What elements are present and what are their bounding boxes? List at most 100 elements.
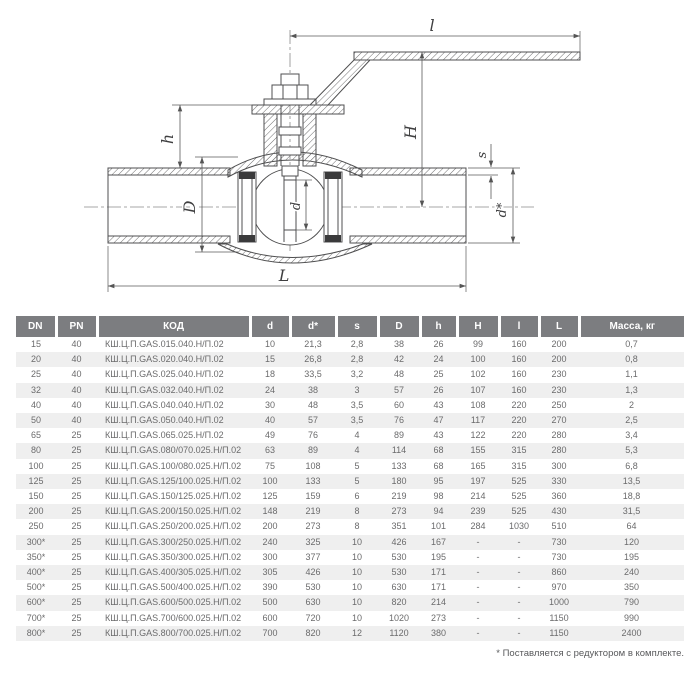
value-cell: 3 [354, 384, 360, 395]
value-cell: 8 [354, 506, 360, 517]
value-cell: 107 [470, 384, 486, 395]
value-cell: 8 [354, 521, 360, 532]
ball-valve-technical-drawing: l H h D d [84, 15, 581, 292]
value-cell: - [476, 612, 480, 623]
value-cell: 700 [262, 627, 278, 638]
value-cell: 350 [623, 582, 640, 593]
value-cell: 6 [354, 491, 360, 502]
value-cell: 65 [30, 430, 41, 441]
value-cell: 108 [470, 399, 486, 410]
value-cell: 1030 [508, 521, 530, 532]
value-cell: 330 [551, 475, 567, 486]
value-cell: 89 [307, 445, 318, 456]
value-cell: 25 [71, 506, 82, 517]
value-cell: 3,2 [350, 369, 364, 380]
column-header-10: L [537, 316, 579, 337]
value-cell: 75 [264, 460, 275, 471]
value-cell: 730 [551, 536, 567, 547]
value-cell: 6,8 [625, 460, 638, 471]
value-cell: 1150 [549, 612, 569, 623]
code-cell: КШ.Ц.П.GAS.250/200.025.Н/П.02 [105, 521, 242, 532]
value-cell: 180 [391, 475, 407, 486]
code-cell: КШ.Ц.П.GAS.600/500.025.Н/П.02 [105, 597, 242, 608]
value-cell: 530 [305, 582, 321, 593]
value-cell: 159 [305, 491, 321, 502]
value-cell: 48 [393, 369, 404, 380]
code-cell: КШ.Ц.П.GAS.065.025.Н/П.02 [105, 430, 224, 441]
value-cell: 171 [430, 582, 447, 593]
column-header-8: H [455, 316, 499, 337]
value-cell: 125 [262, 491, 278, 502]
value-cell: 430 [551, 506, 567, 517]
code-cell: КШ.Ц.П.GAS.700/600.025.Н/П.02 [105, 612, 242, 623]
value-cell: 990 [623, 612, 640, 623]
value-cell: 200 [28, 506, 44, 517]
value-cell: 13,5 [622, 475, 641, 486]
value-cell: 525 [511, 506, 527, 517]
value-cell: 510 [551, 521, 567, 532]
washer [263, 98, 317, 106]
value-cell: 76 [393, 415, 404, 426]
dimension-L: L [107, 246, 467, 292]
value-cell: 200 [551, 354, 567, 365]
value-cell: 26,8 [304, 354, 322, 365]
value-cell: - [476, 567, 480, 578]
value-cell: 102 [470, 369, 486, 380]
value-cell: 25 [71, 430, 82, 441]
value-cell: 18 [264, 369, 275, 380]
value-cell: 273 [391, 506, 407, 517]
value-cell: 970 [551, 582, 567, 593]
value-cell: 120 [623, 536, 640, 547]
stem-nut [271, 84, 309, 100]
value-cell: 360 [551, 491, 567, 502]
value-cell: 117 [470, 415, 486, 426]
value-cell: 25 [71, 475, 82, 486]
value-cell: 10 [351, 582, 362, 593]
value-cell: 31,5 [622, 506, 641, 517]
dim-label-l: l [429, 16, 434, 35]
value-cell: - [476, 597, 480, 608]
value-cell: 25 [71, 491, 82, 502]
value-cell: 64 [626, 521, 637, 532]
value-cell: 4 [354, 445, 360, 456]
value-cell: 10 [351, 567, 362, 578]
value-cell: 95 [433, 475, 444, 486]
value-cell: 50 [30, 415, 41, 426]
value-cell: 2,5 [625, 415, 638, 426]
value-cell: 40 [71, 384, 82, 395]
value-cell: 2 [628, 399, 634, 410]
value-cell: 25 [71, 536, 82, 547]
value-cell: 40 [71, 399, 82, 410]
value-cell: 280 [551, 430, 567, 441]
column-header-2: КОД [95, 316, 250, 337]
value-cell: 100 [262, 475, 278, 486]
value-cell: 10 [351, 551, 362, 562]
seat-right [323, 171, 343, 243]
dimension-H: H [400, 52, 425, 208]
value-cell: 40 [71, 415, 82, 426]
value-cell: 630 [305, 597, 321, 608]
dimension-l: l [290, 15, 581, 52]
dim-label-d-star: d* [495, 202, 510, 217]
column-header-3: d [248, 316, 290, 337]
value-cell: 630 [391, 582, 407, 593]
dimension-h: h [157, 104, 252, 169]
value-cell: 100 [470, 354, 486, 365]
value-cell: 220 [511, 415, 527, 426]
value-cell: 214 [430, 597, 447, 608]
value-cell: 214 [470, 491, 486, 502]
value-cell: 26 [433, 384, 444, 395]
value-cell: 315 [511, 445, 527, 456]
value-cell: 25 [71, 460, 82, 471]
value-cell: 2400 [621, 627, 642, 638]
value-cell: 1,1 [625, 369, 638, 380]
value-cell: 3,5 [350, 415, 364, 426]
value-cell: 15 [264, 354, 275, 365]
value-cell: 89 [393, 430, 404, 441]
